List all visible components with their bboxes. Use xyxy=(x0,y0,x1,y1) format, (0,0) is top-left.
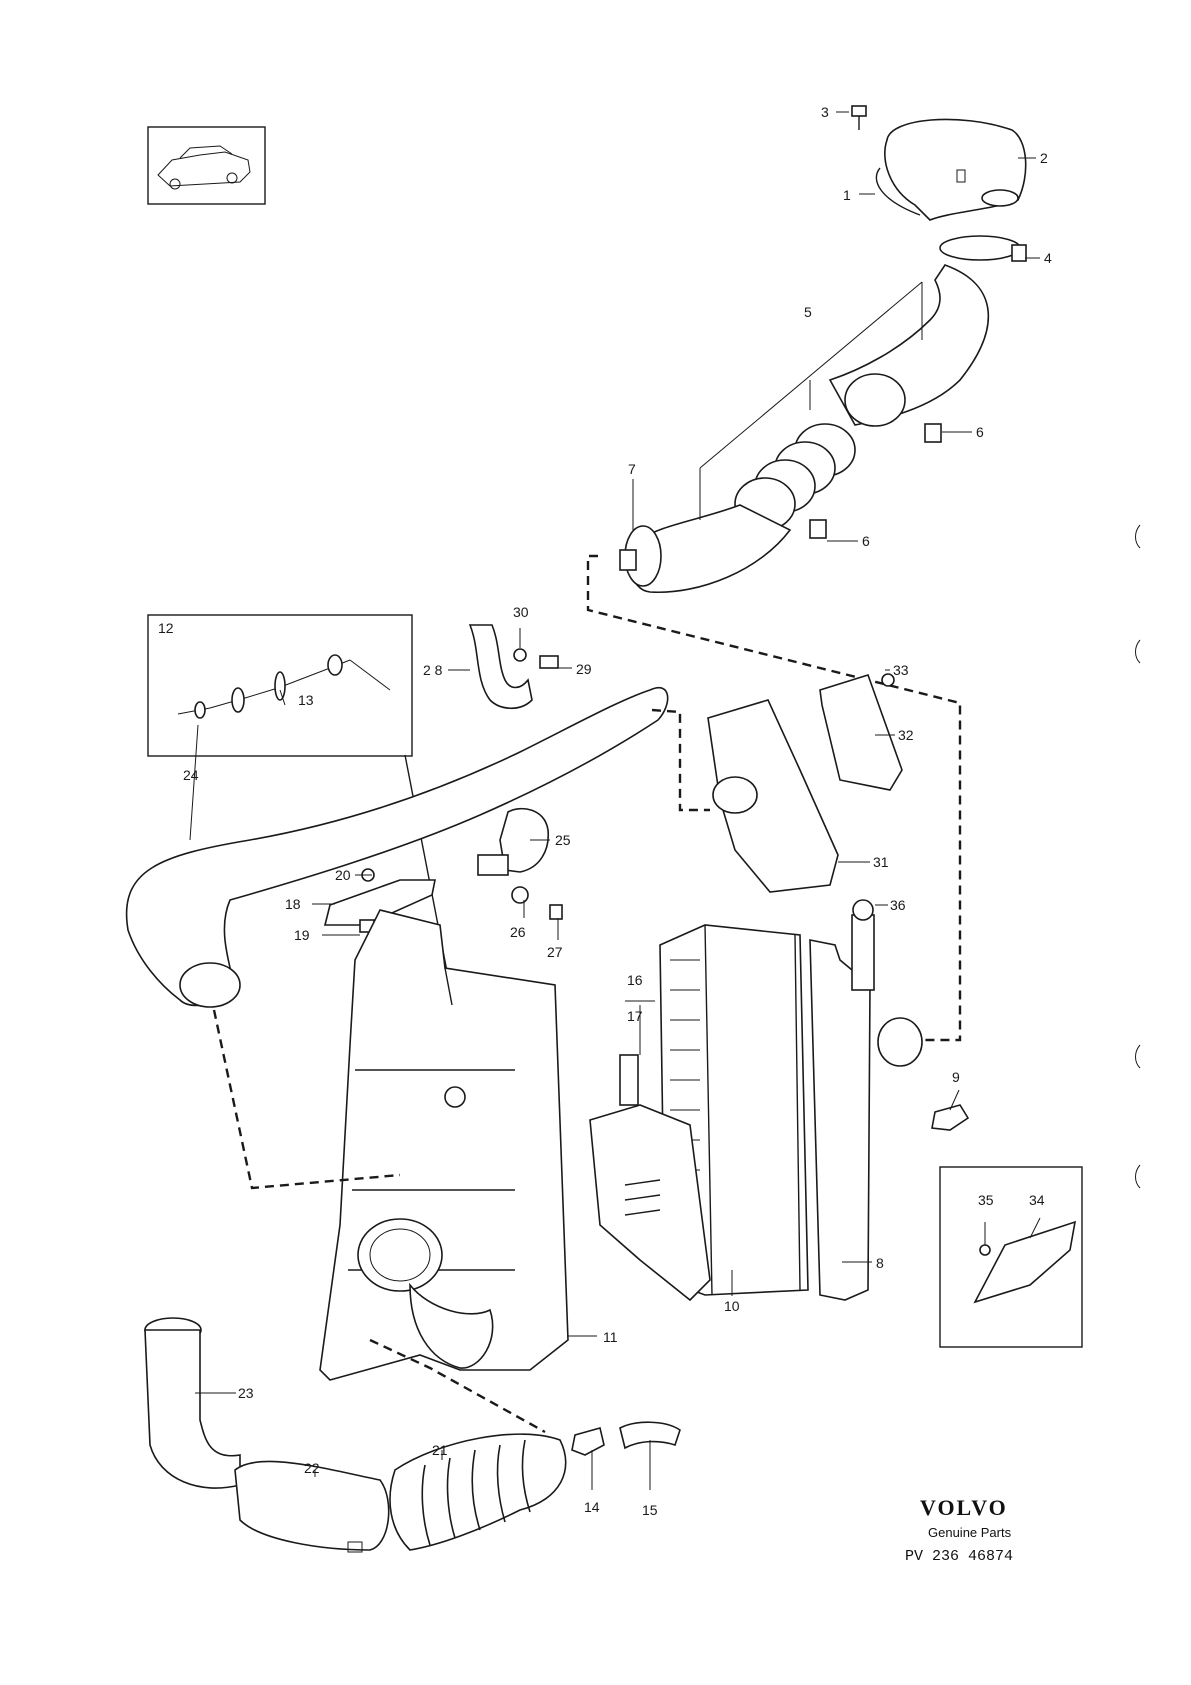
label-17: 17 xyxy=(627,1008,643,1024)
intake-snorkel xyxy=(875,118,1027,221)
label-12: 12 xyxy=(158,620,174,636)
label-32: 32 xyxy=(898,727,914,743)
label-6a: 6 xyxy=(976,424,984,440)
label-10: 10 xyxy=(724,1298,740,1314)
label-16: 16 xyxy=(627,972,643,988)
bellows-21 xyxy=(389,1433,567,1551)
elbow-23 xyxy=(144,1317,241,1489)
inset-detail-12 xyxy=(147,614,413,757)
label-15: 15 xyxy=(642,1502,658,1518)
label-1: 1 xyxy=(843,187,851,203)
label-27: 27 xyxy=(547,944,563,960)
bolt-3 xyxy=(851,105,867,130)
brand-tagline: Genuine Parts xyxy=(928,1525,1012,1540)
label-29: 29 xyxy=(576,661,592,677)
leader-lines xyxy=(189,111,1041,1490)
label-31: 31 xyxy=(873,854,889,870)
housing-11 xyxy=(319,909,569,1381)
deflector-31 xyxy=(707,699,839,893)
label-9: 9 xyxy=(952,1069,960,1085)
hose-24 xyxy=(125,687,669,1008)
mechanism-16 xyxy=(589,1054,711,1302)
label-13: 13 xyxy=(298,692,314,708)
clip-15 xyxy=(619,1421,681,1450)
inset-detail-34 xyxy=(939,1166,1083,1348)
margin-marks xyxy=(1135,524,1141,1189)
label-20: 20 xyxy=(335,867,351,883)
label-14: 14 xyxy=(584,1499,600,1515)
label-36: 36 xyxy=(890,897,906,913)
label-23: 23 xyxy=(238,1385,254,1401)
vehicle-thumbnail xyxy=(147,126,266,205)
label-26: 26 xyxy=(510,924,526,940)
label-8: 8 xyxy=(876,1255,884,1271)
part-labels: 3 2 1 4 5 6 6 7 30 29 2 8 33 32 12 13 24… xyxy=(158,104,1052,1518)
clip-9 xyxy=(931,1104,970,1131)
label-3: 3 xyxy=(821,104,829,120)
label-2: 2 xyxy=(1040,150,1048,166)
label-22: 22 xyxy=(304,1460,320,1476)
bracket-28 xyxy=(468,624,559,710)
clip-25 xyxy=(477,807,563,920)
brand-block: VOLVO Genuine Parts PV 236 46874 xyxy=(905,1495,1013,1565)
label-28: 2 8 xyxy=(423,662,443,678)
label-6b: 6 xyxy=(862,533,870,549)
catalog-number: PV 236 46874 xyxy=(905,1548,1013,1565)
brand-name: VOLVO xyxy=(920,1495,1008,1520)
label-21: 21 xyxy=(432,1442,448,1458)
label-25: 25 xyxy=(555,832,571,848)
label-5: 5 xyxy=(804,304,812,320)
duct-22 xyxy=(234,1460,390,1553)
clamp-4 xyxy=(939,235,1027,262)
label-18: 18 xyxy=(285,896,301,912)
cover-8 xyxy=(809,899,923,1301)
label-24: 24 xyxy=(183,767,199,783)
clip-14 xyxy=(571,1427,605,1456)
label-30: 30 xyxy=(513,604,529,620)
plate-32 xyxy=(819,673,903,791)
label-4: 4 xyxy=(1044,250,1052,266)
label-11: 11 xyxy=(603,1329,618,1345)
label-19: 19 xyxy=(294,927,310,943)
label-7: 7 xyxy=(628,461,636,477)
label-35: 35 xyxy=(978,1192,994,1208)
upper-hose-5 xyxy=(619,264,990,594)
label-34: 34 xyxy=(1029,1192,1045,1208)
label-33: 33 xyxy=(893,662,909,678)
